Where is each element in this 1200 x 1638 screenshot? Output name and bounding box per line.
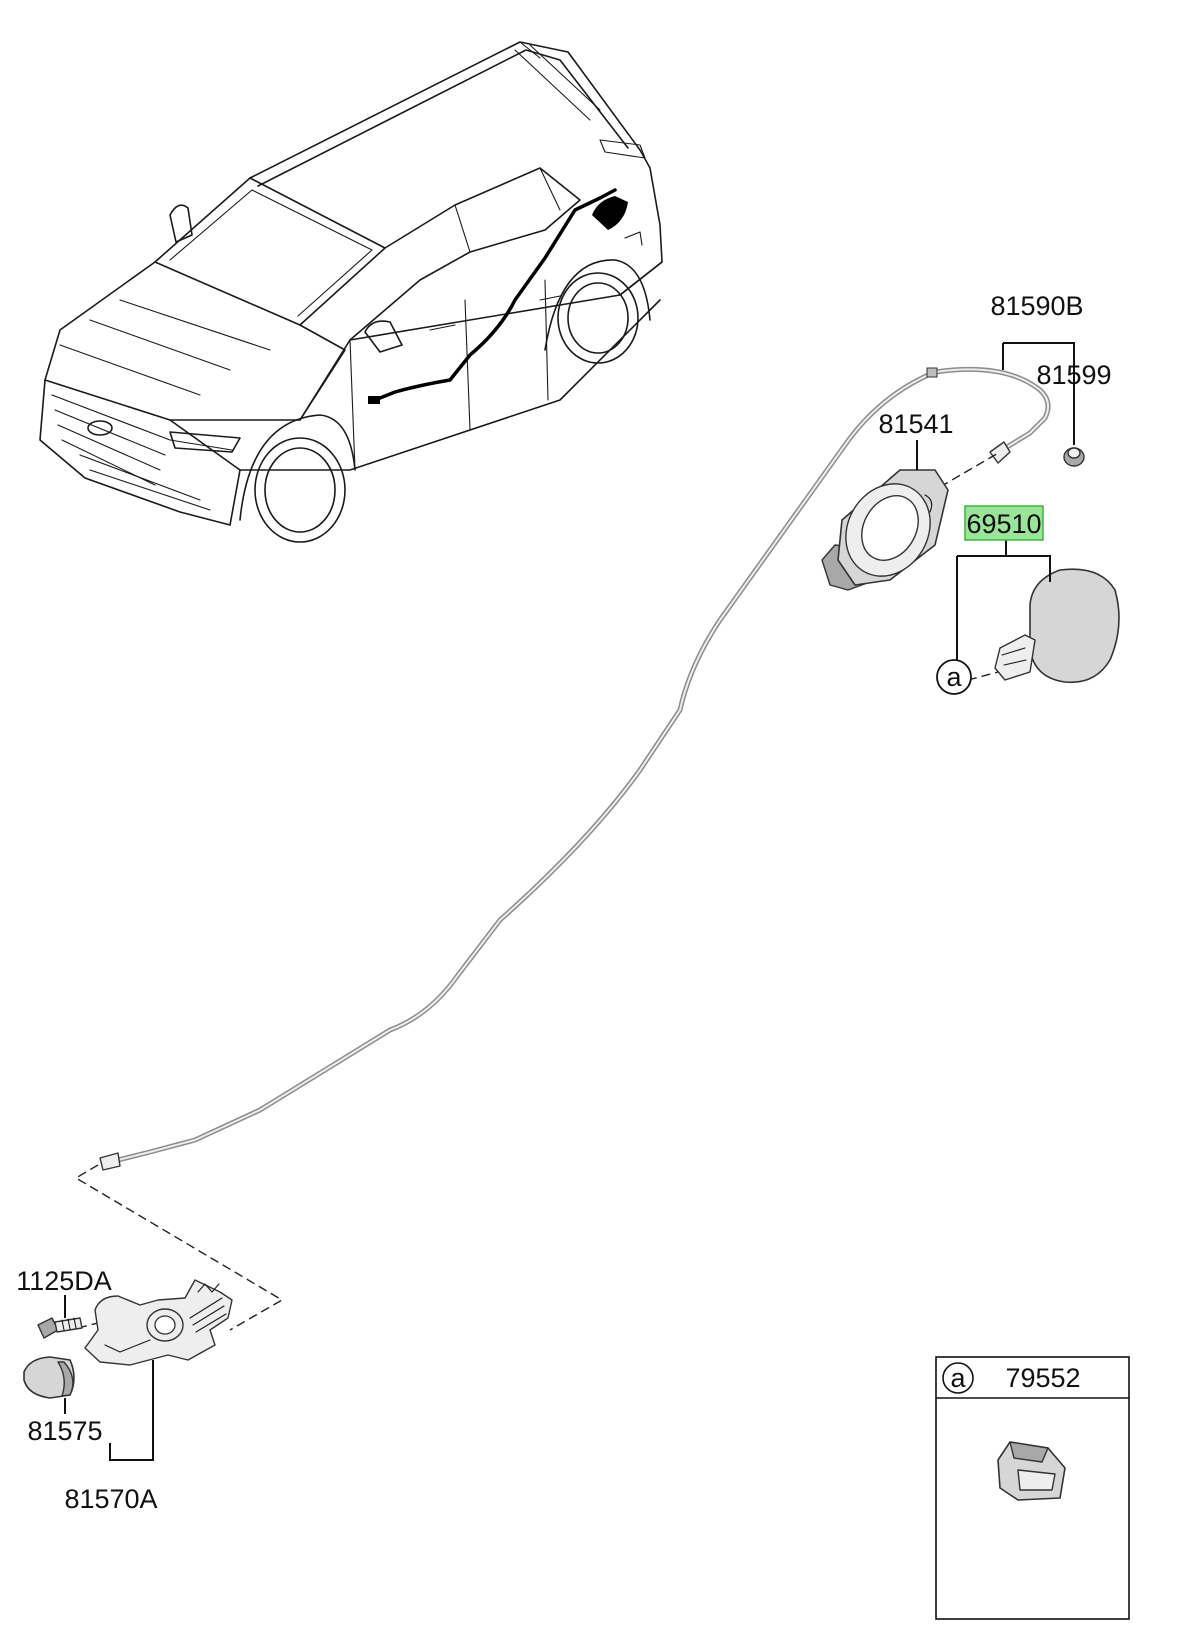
actuator-assembly: [84, 1279, 233, 1366]
legend-marker-label: a: [950, 1363, 966, 1393]
ref-marker-label: a: [946, 662, 962, 692]
retainer-81599-part: [1063, 447, 1085, 467]
callout-81575: 81575: [27, 1416, 102, 1446]
assembly-line-actuator: [74, 1164, 284, 1331]
release-cable: [99, 366, 1051, 1171]
callout-81599: 81599: [1036, 360, 1111, 390]
callout-69510: 69510: [966, 509, 1041, 539]
clip-79552-part: [997, 1441, 1066, 1501]
callout-81570a: 81570A: [64, 1484, 157, 1514]
screw-1125da-part: [37, 1317, 83, 1339]
assembly-line-clip: [967, 671, 999, 681]
legend-marker-circle: [942, 1362, 974, 1394]
callout-1125da: 1125DA: [16, 1266, 112, 1296]
cap-81575-part: [23, 1356, 75, 1399]
callout-81541: 81541: [878, 409, 953, 439]
fuel-filler-housing: [821, 469, 949, 591]
vehicle-illustration: [39, 41, 663, 543]
assembly-line-housing: [939, 451, 1001, 488]
ref-marker-circle: [936, 659, 972, 695]
legend-part-number: 79552: [1005, 1363, 1080, 1393]
callout-81590b: 81590B: [990, 291, 1083, 321]
legend-box: a 79552: [935, 1356, 1130, 1620]
leader-lines: [64, 342, 1075, 1461]
callout-69510-highlight: [964, 505, 1044, 541]
fuel-door-69510-part: [994, 568, 1120, 684]
assembly-line-screw: [77, 1319, 111, 1329]
